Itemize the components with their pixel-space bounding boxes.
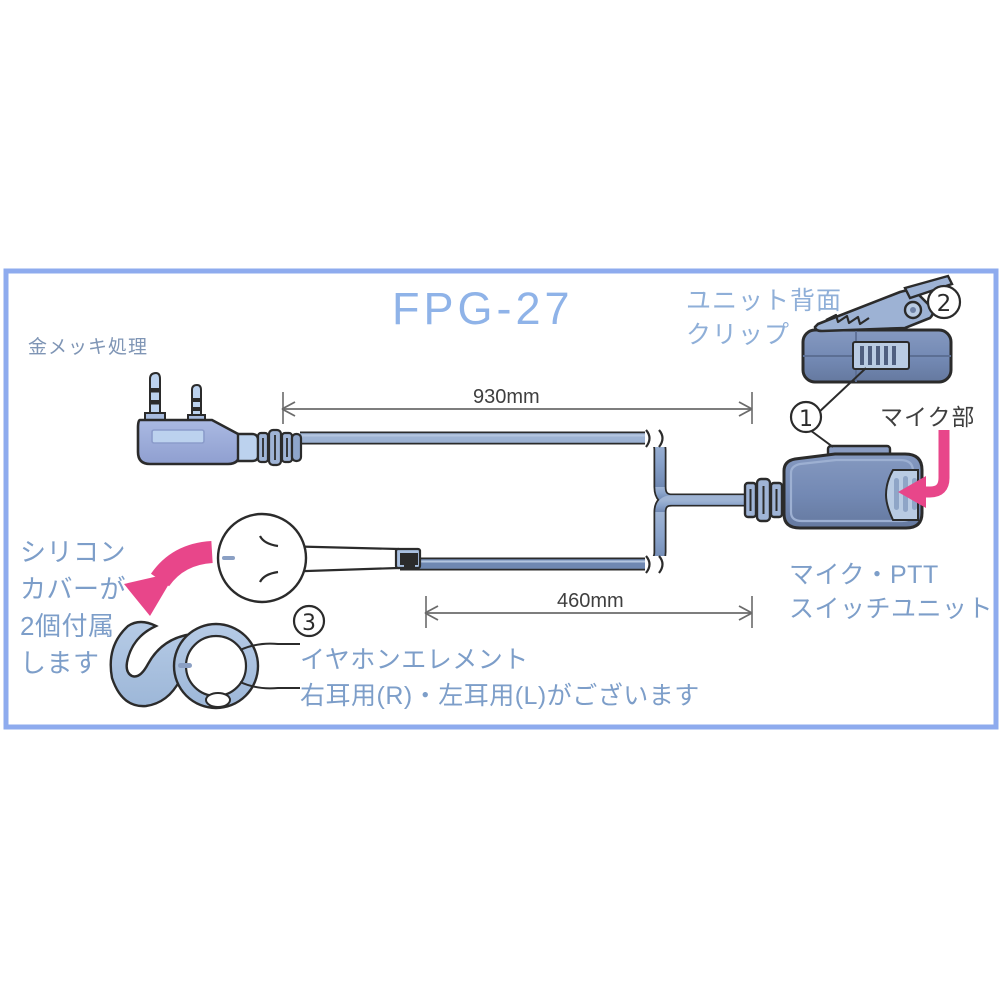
- label-mic-ptt-unit: マイク・PTT スイッチユニット: [789, 559, 993, 627]
- page-title: FPG-27: [392, 283, 574, 334]
- label-silicone-cover-line2: カバーが: [20, 573, 127, 604]
- label-unit-back-clip-line1: ユニット背面: [686, 287, 843, 315]
- cable-y-junction: [653, 486, 748, 513]
- mic-ptt-switch-unit: [782, 444, 924, 530]
- cable-break-mark-upper: [645, 429, 667, 448]
- svg-text:2: 2: [937, 291, 952, 317]
- label-gold-plating: 金メッキ処理: [28, 337, 149, 358]
- mic-part-arrow: [898, 430, 950, 508]
- ptt-strain-relief: [743, 477, 784, 523]
- clip-unit-grille-bars: [860, 346, 896, 365]
- cable-break-mark-lower: [645, 555, 667, 574]
- label-earphone-element-line1: イヤホンエレメント: [300, 646, 529, 674]
- label-earphone-element-line2: 右耳用(R)・左耳用(L)がございます: [300, 682, 700, 711]
- dimension-label-460mm: 460mm: [557, 590, 624, 612]
- plug-pin-35mm: [144, 371, 166, 422]
- label-unit-back-clip-line2: クリップ: [686, 320, 791, 349]
- label-silicone-cover-line4: します: [20, 647, 100, 678]
- callout-3: 3: [292, 604, 326, 638]
- label-earphone-element: イヤホンエレメント 右耳用(R)・左耳用(L)がございます: [300, 642, 700, 715]
- label-unit-back-clip: ユニット背面 クリップ: [686, 285, 842, 353]
- dimension-label-930mm: 930mm: [473, 386, 540, 408]
- svg-text:1: 1: [799, 407, 813, 432]
- label-silicone-cover-line1: シリコン: [20, 537, 127, 567]
- label-mic-ptt-unit-line2: スイッチユニット: [789, 594, 994, 623]
- dimension-930mm: [281, 392, 753, 424]
- label-mic-part: マイク部: [880, 404, 976, 430]
- plug-strain-relief: [256, 428, 303, 467]
- label-silicone-cover: シリコン カバーが 2個付属 します: [20, 534, 126, 682]
- label-silicone-cover-line3: 2個付属: [20, 610, 115, 641]
- earphone-element: [216, 512, 422, 604]
- silicone-ear-hook-cover: [109, 620, 300, 710]
- callout-1: 1: [789, 400, 823, 434]
- label-mic-ptt-unit-line1: マイク・PTT: [789, 561, 939, 589]
- silicone-cover-arrow: [124, 541, 214, 616]
- unit-back-clip-assembly: [801, 274, 954, 414]
- dual-pin-plug: [136, 371, 303, 467]
- dimension-460mm: [424, 596, 753, 628]
- callout-2: 2: [926, 284, 962, 320]
- svg-text:3: 3: [302, 611, 316, 636]
